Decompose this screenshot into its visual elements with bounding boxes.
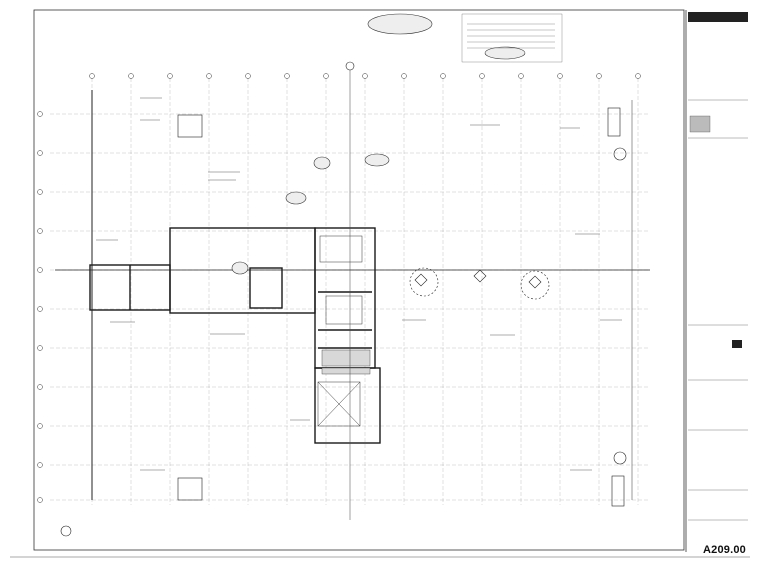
pile-caps [177,107,627,507]
title-block: A209.00 [688,12,748,556]
building-walls [89,227,381,444]
sheet-number: A209.00 [703,544,746,556]
revision-clouds [231,13,526,275]
firm-name-band [688,12,748,22]
row-grid-bubbles [37,111,43,503]
column-grid-bubbles [89,73,641,79]
